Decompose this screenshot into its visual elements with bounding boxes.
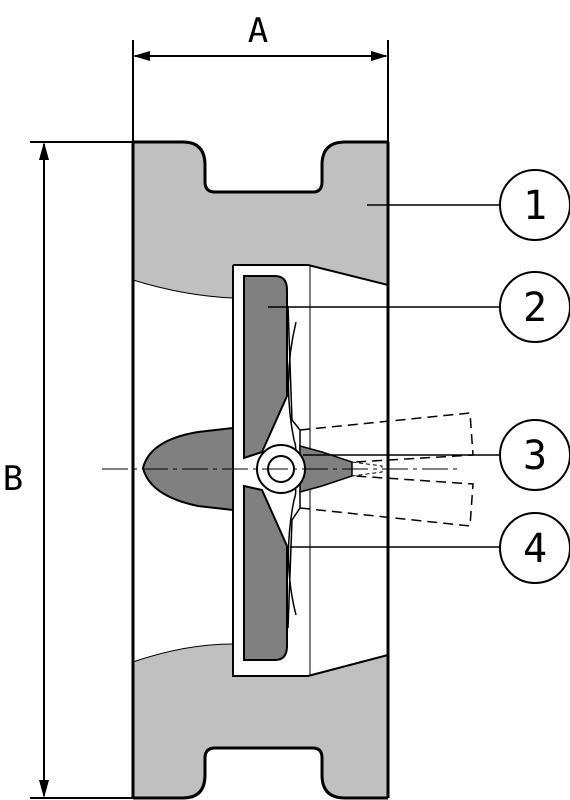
balloon-3-number: 3 xyxy=(523,433,547,479)
balloon-2-number: 2 xyxy=(523,285,547,331)
dimension-b: B xyxy=(3,141,133,799)
callout-3: 3 xyxy=(303,419,570,491)
balloon-4 xyxy=(499,512,570,584)
callout-1: 1 xyxy=(367,169,570,241)
balloon-3 xyxy=(499,419,570,491)
plate-open-lower xyxy=(299,475,474,527)
body-bottom-profile xyxy=(133,746,388,800)
spring-arm-tip xyxy=(351,461,383,477)
spring-upper-plate-edge xyxy=(287,305,301,450)
dim-b-arrow-top xyxy=(39,142,49,160)
bore-bottom-edge xyxy=(132,643,234,663)
dim-a-arrow-right xyxy=(371,51,388,61)
plate-open-upper xyxy=(299,412,474,463)
plate-upper xyxy=(243,275,288,460)
balloon-1-number: 1 xyxy=(523,183,547,229)
dimension-a: A xyxy=(132,11,389,142)
callout-4: 4 xyxy=(290,512,570,584)
spring-lower-plate-edge xyxy=(287,490,301,629)
dim-b-arrow-bottom xyxy=(39,780,49,798)
dim-a-arrow-left xyxy=(133,51,150,61)
dim-a-label: A xyxy=(248,11,268,51)
plate-lower xyxy=(243,484,288,661)
body-top-profile xyxy=(133,140,388,194)
balloon-1 xyxy=(499,169,570,241)
dim-b-label: B xyxy=(3,459,23,499)
balloon-2 xyxy=(499,271,570,343)
body-bottom-section xyxy=(133,644,388,798)
bore-top-edge xyxy=(132,279,234,299)
body-top-section xyxy=(133,142,388,298)
plate-open-position xyxy=(299,412,474,527)
balloon-4-number: 4 xyxy=(523,526,547,572)
callout-2: 2 xyxy=(268,271,570,343)
valve-body xyxy=(131,140,390,800)
